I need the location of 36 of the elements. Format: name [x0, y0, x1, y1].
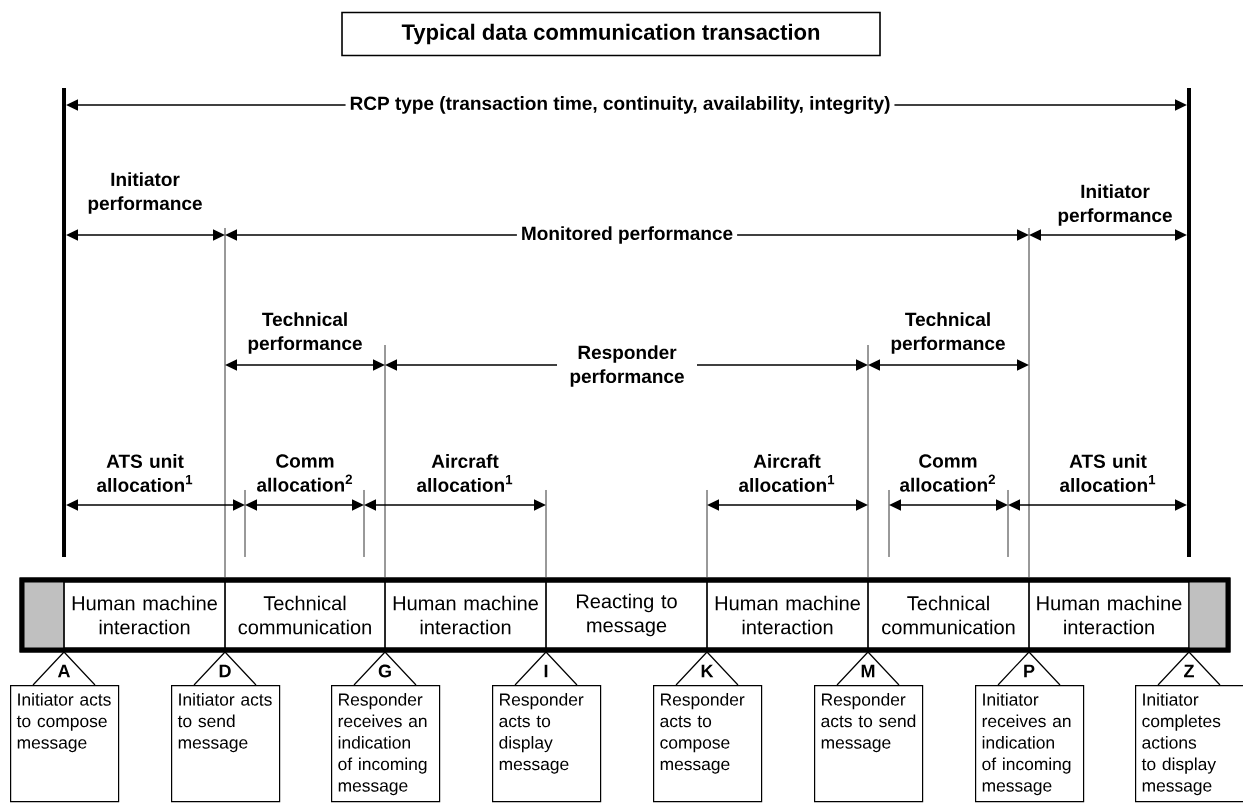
callout-box: Initiator acts to send message	[171, 685, 281, 803]
letter-tab: D	[193, 651, 257, 686]
letter-tab: G	[353, 651, 417, 686]
callout-box: Responder acts to display message	[492, 685, 602, 803]
dimension-label: Technical performance	[891, 312, 1005, 354]
dimension-label: Technical performance	[248, 312, 362, 354]
title-box: Typical data communication transaction	[341, 11, 881, 57]
callout-box: Initiator acts to compose message	[10, 685, 120, 803]
cell: Reacting to message	[545, 579, 708, 651]
dimension-label: Initiator performance	[88, 172, 202, 214]
dimension-label: Initiator performance	[1058, 184, 1172, 226]
callout-box: Initiator receives an indication of incoming message	[975, 685, 1085, 803]
callout-box: Responder receives an indication of incoming message	[331, 685, 441, 803]
dimension-label: Comm allocation$^{2}$	[900, 454, 995, 492]
callout-box: Responder acts to compose message	[653, 685, 763, 803]
letter-tab: Z	[1157, 651, 1221, 686]
letter-tab: A	[32, 651, 96, 686]
cell: Human machine interaction	[384, 579, 547, 651]
letter-tab: P	[997, 651, 1061, 686]
dimension-label: ATS unit allocation$^{1}$	[1060, 454, 1156, 492]
cell: Human machine interaction	[63, 579, 226, 651]
letter-tab: I	[514, 651, 578, 686]
dimension-label: RCP type (transaction time, continuity, availability, integrity)	[345, 92, 895, 118]
callout-box: Initiator completes actions to display message	[1135, 685, 1243, 803]
callout-box: Responder acts to send message	[814, 685, 924, 803]
letter-tab: K	[675, 651, 739, 686]
dimension-label: Monitored performance	[516, 222, 738, 248]
dimension-label: ATS unit allocation$^{1}$	[97, 454, 193, 492]
dimension-label: Comm allocation$^{2}$	[257, 454, 352, 492]
dimension-label: Responder performance	[557, 341, 697, 391]
cell: Technical communication	[867, 579, 1030, 651]
letter-tab: M	[836, 651, 900, 686]
cell: Technical communication	[224, 579, 386, 651]
dimension-label: Aircraft allocation$^{1}$	[417, 454, 513, 492]
cell: Human machine interaction	[706, 579, 869, 651]
dimension-label: Aircraft allocation$^{1}$	[739, 454, 835, 492]
